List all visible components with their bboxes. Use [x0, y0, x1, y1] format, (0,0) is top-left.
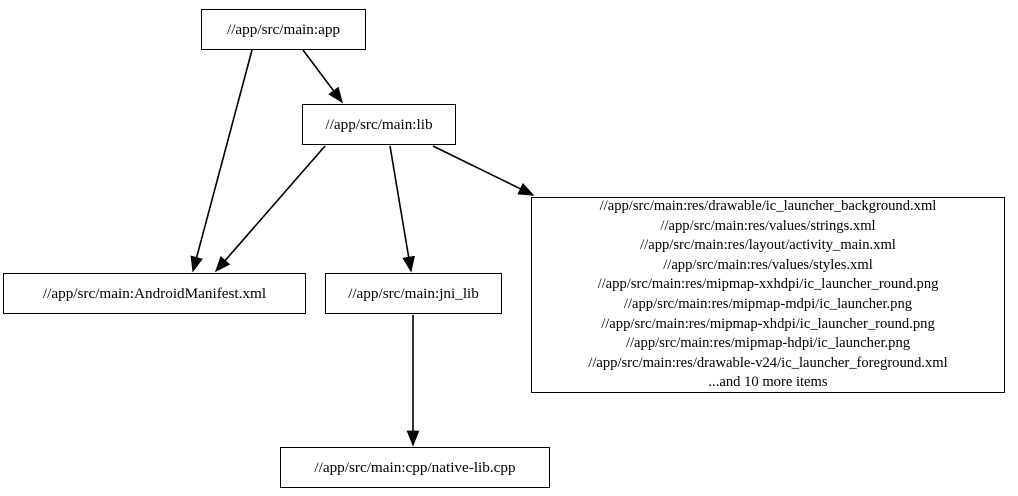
- node-android-manifest[interactable]: //app/src/main:AndroidManifest.xml: [3, 273, 306, 314]
- node-jni-lib-label: //app/src/main:jni_lib: [348, 284, 479, 302]
- node-resources[interactable]: //app/src/main:res/drawable/ic_launcher_…: [531, 197, 1005, 393]
- node-native-lib-cpp-label: //app/src/main:cpp/native-lib.cpp: [314, 458, 516, 476]
- node-lib-label: //app/src/main:lib: [325, 115, 433, 133]
- edge-app-to-lib: [302, 49, 343, 104]
- edge-app-to-manifest: [190, 49, 253, 273]
- edge-lib-to-jni_lib: [389, 145, 415, 273]
- edge-lib-to-resources: [432, 145, 535, 196]
- node-lib[interactable]: //app/src/main:lib: [302, 104, 456, 145]
- edge-lib-to-manifest: [214, 145, 326, 273]
- node-android-manifest-label: //app/src/main:AndroidManifest.xml: [42, 284, 267, 302]
- node-jni-lib[interactable]: //app/src/main:jni_lib: [325, 273, 502, 314]
- node-app[interactable]: //app/src/main:app: [201, 9, 366, 50]
- node-app-label: //app/src/main:app: [226, 20, 341, 38]
- node-resources-label: //app/src/main:res/drawable/ic_launcher_…: [588, 198, 948, 391]
- node-native-lib-cpp[interactable]: //app/src/main:cpp/native-lib.cpp: [280, 447, 550, 488]
